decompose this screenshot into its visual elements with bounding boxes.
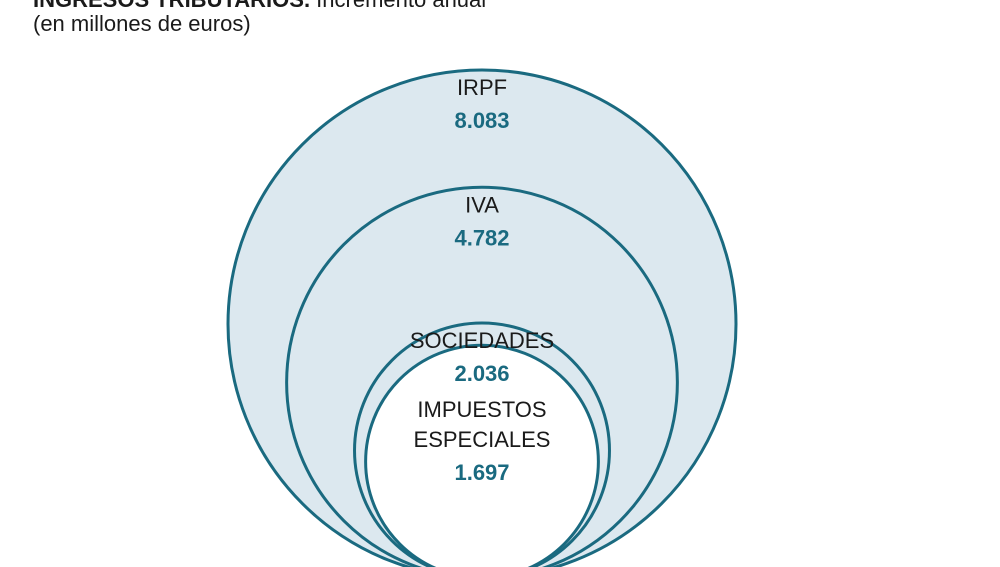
chart-title: INGRESOS TRIBUTARIOS. Incremento anual bbox=[33, 0, 486, 13]
chart-title-rest: Incremento anual bbox=[310, 0, 486, 12]
label-iva: IVA bbox=[465, 192, 499, 217]
value-sociedades: 2.036 bbox=[454, 361, 509, 386]
label-impuestos-especiales-line-1: IMPUESTOS bbox=[417, 397, 546, 422]
label-sociedades: SOCIEDADES bbox=[410, 328, 554, 353]
value-irpf: 8.083 bbox=[454, 108, 509, 133]
bubble-impuestos-especiales bbox=[364, 343, 600, 567]
chart-subtitle: (en millones de euros) bbox=[33, 11, 251, 36]
label-impuestos-especiales-line-2: ESPECIALES bbox=[414, 427, 551, 452]
value-impuestos-especiales: 1.697 bbox=[454, 460, 509, 485]
label-irpf: IRPF bbox=[457, 75, 507, 100]
value-iva: 4.782 bbox=[454, 225, 509, 250]
chart-title-bold: INGRESOS TRIBUTARIOS. bbox=[33, 0, 310, 12]
